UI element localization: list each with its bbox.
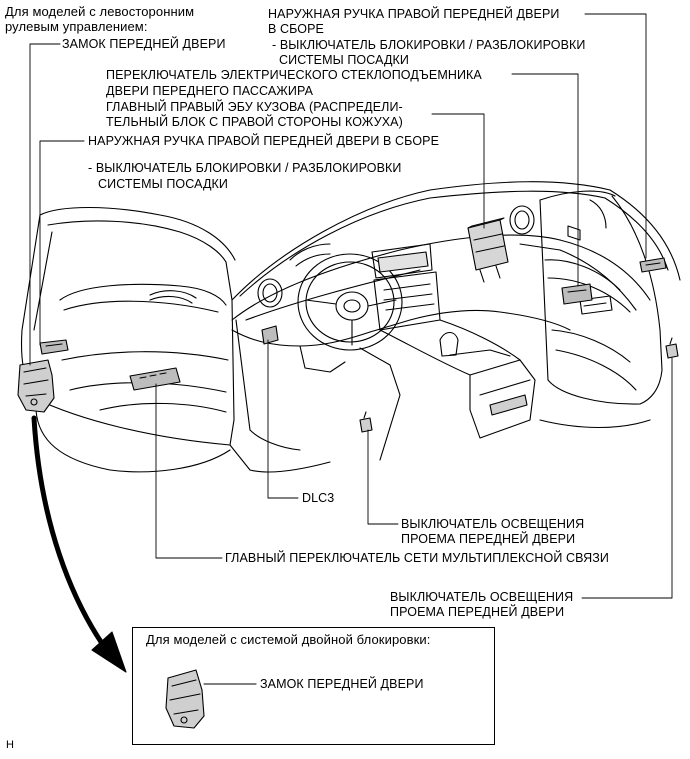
courtesy-switch2-label-line2: ПРОЕМА ПЕРЕДНЕЙ ДВЕРИ (390, 605, 565, 619)
double-lock-header: Для моделей с системой двойной блокировк… (146, 632, 431, 647)
courtesy-switch1-label-line1: ВЫКЛЮЧАТЕЛЬ ОСВЕЩЕНИЯ (401, 517, 585, 531)
rf-outer-handle-label-line1: НАРУЖНАЯ РУЧКА ПРАВОЙ ПЕРЕДНЕЙ ДВЕРИ (268, 7, 560, 21)
leader-lines (29, 13, 673, 599)
rf-lock-switch-label-line1: - ВЫКЛЮЧАТЕЛЬ БЛОКИРОВКИ / РАЗБЛОКИРОВКИ (272, 38, 586, 52)
passenger-window-switch-label-line2: ДВЕРИ ПЕРЕДНЕГО ПАССАЖИРА (106, 84, 314, 98)
courtesy-switch2-label-line1: ВЫКЛЮЧАТЕЛЬ ОСВЕЩЕНИЯ (390, 590, 574, 604)
main-body-ecu-label-line1: ГЛАВНЫЙ ПРАВЫЙ ЭБУ КУЗОВА (РАСПРЕДЕЛИ- (106, 100, 403, 114)
corner-mark: H (6, 739, 15, 751)
right-front-door (539, 190, 663, 405)
steering-wheel (289, 243, 403, 351)
dashboard (231, 199, 651, 347)
rf-outer-handle-label-line2: В СБОРЕ (268, 22, 324, 36)
left-courtesy-switch-part (359, 411, 373, 433)
left-front-door (21, 206, 236, 473)
dlc3-label: DLC3 (302, 491, 335, 505)
lhd-front-door-lock-label: ЗАМОК ПЕРЕДНЕЙ ДВЕРИ (62, 37, 226, 51)
right-courtesy-switch-part (665, 337, 679, 359)
lock-switch2-label-line2: СИСТЕМЫ ПОСАДКИ (98, 177, 228, 191)
main-body-ecu-part (467, 217, 509, 283)
rf-outer-handle-assy-label: НАРУЖНАЯ РУЧКА ПРАВОЙ ПЕРЕДНЕЙ ДВЕРИ В С… (88, 134, 440, 148)
double-lock-inset-box (132, 627, 495, 745)
right-door-handle-part (639, 257, 667, 273)
dlc3-connector-part (261, 325, 279, 345)
lhd-header-line2: рулевым управлением: (5, 19, 148, 34)
double-lock-front-door-lock-part (165, 669, 257, 729)
passenger-window-switch-part (561, 283, 593, 305)
double-lock-front-door-lock-label: ЗАМОК ПЕРЕДНЕЙ ДВЕРИ (260, 677, 424, 691)
lhd-front-door-lock-part (17, 359, 55, 413)
passenger-window-switch-label-line1: ПЕРЕКЛЮЧАТЕЛЬ ЭЛЕКТРИЧЕСКОГО СТЕКЛОПОДЪЕ… (106, 68, 482, 82)
lock-switch2-label-line1: - ВЫКЛЮЧАТЕЛЬ БЛОКИРОВКИ / РАЗБЛОКИРОВКИ (88, 161, 402, 175)
double-lock-arrow (31, 415, 127, 673)
rf-lock-switch-label-line2: СИСТЕМЫ ПОСАДКИ (279, 53, 409, 67)
windshield-frame (231, 181, 681, 321)
courtesy-switch1-label-line2: ПРОЕМА ПЕРЕДНЕЙ ДВЕРИ (401, 532, 576, 546)
multiplex-switch-part (129, 367, 181, 391)
left-door-handle-part (39, 339, 69, 355)
main-body-ecu-label-line2: ТЕЛЬНЫЙ БЛОК С ПРАВОЙ СТОРОНЫ КОЖУХА) (106, 115, 403, 129)
center-console (235, 243, 536, 461)
multiplex-master-switch-label: ГЛАВНЫЙ ПЕРЕКЛЮЧАТЕЛЬ СЕТИ МУЛЬТИПЛЕКСНО… (225, 551, 610, 565)
lhd-header-line1: Для моделей с левосторонним (5, 4, 195, 19)
